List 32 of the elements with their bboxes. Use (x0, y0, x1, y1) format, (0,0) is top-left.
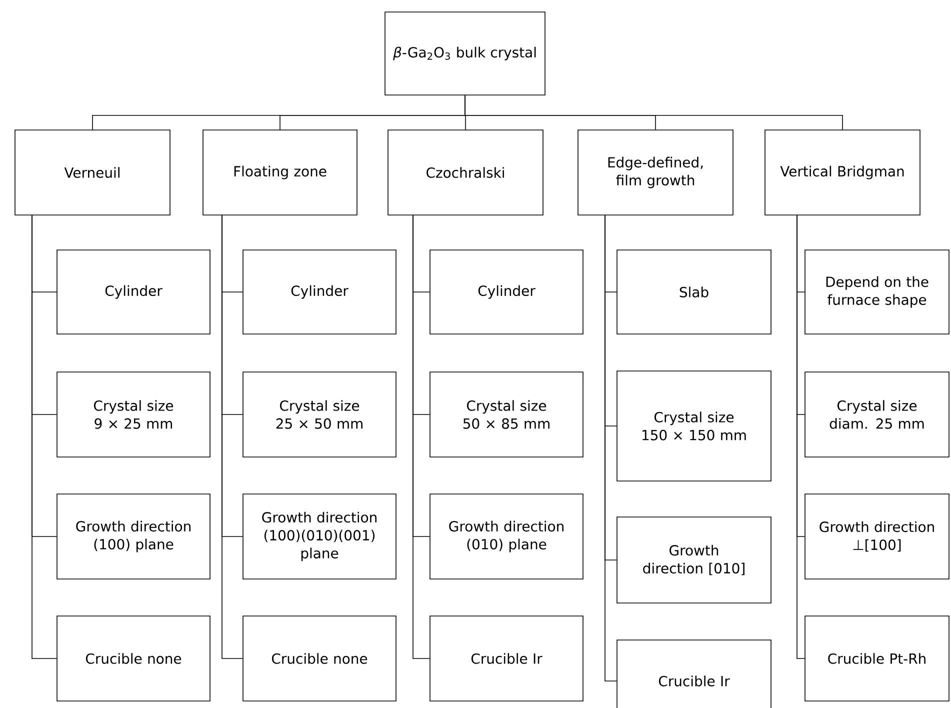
connector-line (222, 215, 243, 659)
connector-line (796, 215, 805, 659)
property-box: Growth direction ⊥[100] (804, 494, 950, 580)
property-box: Depend on the furnace shape (804, 250, 950, 334)
connector-line (412, 215, 430, 659)
property-box: Crystal size 9 × 25 mm (56, 372, 210, 458)
method-box: Verneuil (14, 130, 170, 216)
method-box: Vertical Bridgman (764, 130, 920, 216)
property-box: Crucible none (242, 616, 396, 702)
property-box: Cylinder (430, 250, 584, 334)
property-box: Crucible Pt-Rh (804, 616, 950, 702)
property-box: Slab (616, 250, 772, 334)
property-box: Cylinder (242, 250, 396, 334)
property-box: Cylinder (56, 250, 210, 334)
connector-line (604, 215, 617, 682)
property-box: Crucible Ir (430, 616, 584, 702)
method-box: Czochralski (388, 130, 544, 216)
property-box: Crystal size 50 × 85 mm (430, 372, 584, 458)
connector-line (32, 215, 57, 659)
property-box: Growth direction (100)(010)(001) plane (242, 494, 396, 580)
property-box: Crystal size 25 × 50 mm (242, 372, 396, 458)
property-box: Crucible Ir (616, 640, 772, 708)
property-box: Crucible none (56, 616, 210, 702)
root-box: β-Ga$_{2}$O$_{3}$ bulk crystal (384, 12, 546, 96)
property-box: Growth direction [010] (616, 516, 772, 604)
method-box: Floating zone (202, 130, 358, 216)
property-box: Crystal size diam. 25 mm (804, 372, 950, 458)
method-box: Edge-defined, film growth (578, 130, 734, 216)
property-box: Crystal size 150 × 150 mm (616, 370, 772, 482)
property-box: Growth direction (100) plane (56, 494, 210, 580)
connector-line (464, 95, 843, 130)
property-box: Growth direction (010) plane (430, 494, 584, 580)
